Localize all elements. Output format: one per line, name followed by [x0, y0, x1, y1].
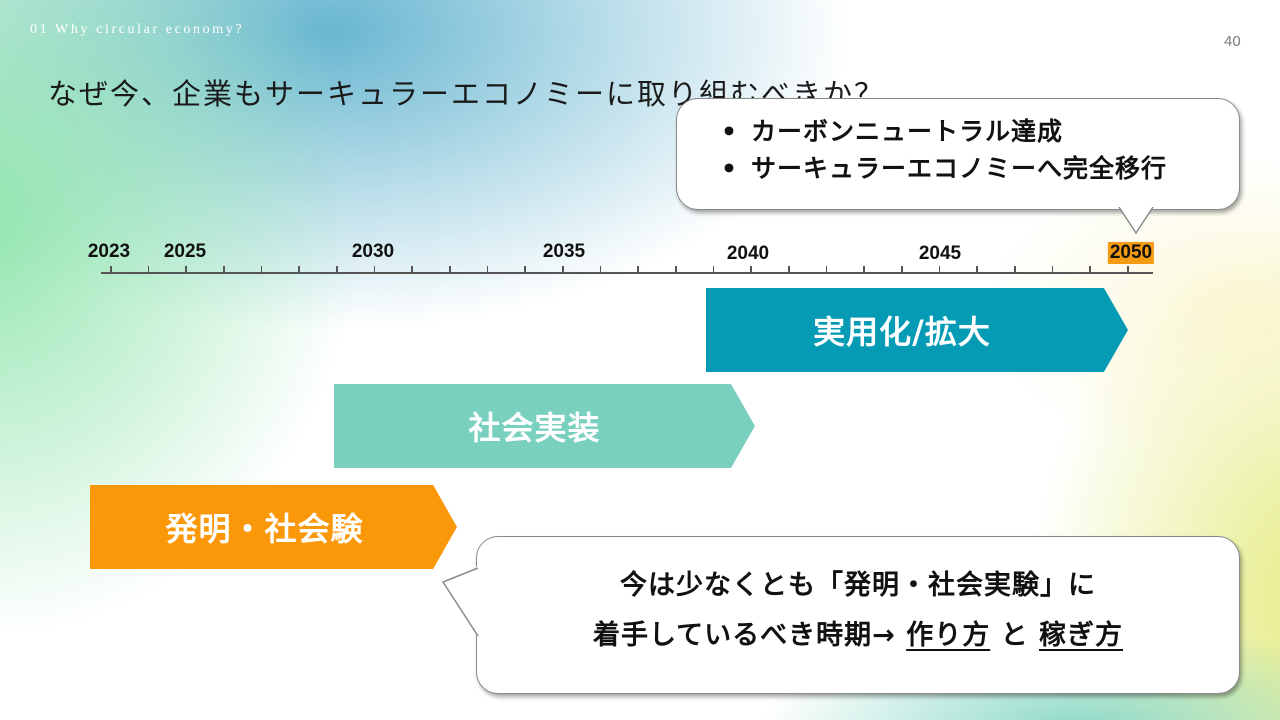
year-tick — [1089, 266, 1091, 273]
year-tick — [1051, 266, 1054, 273]
year-tick — [637, 266, 639, 273]
phase-practical-expansion: 実用化/拡大 — [706, 288, 1128, 372]
year-label-2050: 2050 — [1107, 242, 1155, 264]
message-callout: 今は少なくとも「発明・社会実験」に 着手しているべき時期→ 作り方 と 稼ぎ方 — [476, 536, 1240, 694]
year-tick — [1014, 266, 1016, 273]
year-label-2023: 2023 — [87, 241, 131, 262]
year-tick — [863, 266, 865, 273]
callout-tail-icon — [1118, 207, 1154, 235]
goal-callout: •カーボンニュートラル達成 •サーキュラーエコノミーへ完全移行 — [676, 98, 1240, 210]
year-tick — [524, 266, 526, 273]
year-label-2035: 2035 — [542, 241, 586, 262]
bullet-icon: • — [721, 117, 738, 146]
year-label-2030: 2030 — [351, 241, 395, 262]
year-tick — [976, 266, 978, 273]
year-label-2040: 2040 — [726, 243, 770, 264]
year-tick — [185, 266, 187, 273]
underlined-how-to-earn: 稼ぎ方 — [1039, 620, 1124, 651]
axis-line — [101, 272, 1153, 274]
callout-tail-icon — [441, 566, 479, 638]
year-tick — [486, 266, 489, 273]
year-tick — [298, 266, 300, 273]
section-label: 01 Why circular economy? — [30, 22, 245, 37]
year-tick — [1127, 266, 1129, 273]
message-text: 今は少なくとも「発明・社会実験」に 着手しているべき時期→ 作り方 と 稼ぎ方 — [592, 570, 1124, 651]
year-tick — [825, 266, 828, 273]
goal-list: •カーボンニュートラル達成 •サーキュラーエコノミーへ完全移行 — [677, 99, 1239, 187]
bullet-icon: • — [721, 154, 738, 183]
page-number: 40 — [1224, 33, 1241, 50]
year-tick — [411, 266, 413, 273]
year-tick — [336, 266, 338, 273]
year-label-2045: 2045 — [918, 243, 962, 264]
year-tick — [147, 266, 150, 273]
year-tick — [938, 266, 941, 273]
phase-social-implementation: 社会実装 — [334, 384, 755, 468]
year-label-2025: 2025 — [163, 241, 207, 262]
goal-item: •カーボンニュートラル達成 — [721, 113, 1239, 150]
year-tick — [788, 266, 790, 273]
goal-item: •サーキュラーエコノミーへ完全移行 — [721, 150, 1239, 187]
year-tick — [373, 266, 376, 273]
year-tick — [449, 266, 451, 273]
year-tick — [110, 266, 112, 273]
year-tick — [675, 266, 677, 273]
underlined-how-to-make: 作り方 — [906, 620, 991, 651]
year-tick — [599, 266, 602, 273]
year-tick — [562, 266, 564, 273]
year-tick — [901, 266, 903, 273]
year-tick — [260, 266, 263, 273]
year-tick — [223, 266, 225, 273]
year-tick — [712, 266, 715, 273]
phase-invention-experiment: 発明・社会験 — [90, 485, 457, 569]
timeline-axis: 2023 2025 2030 2035 2040 2045 2050 — [0, 0, 1280, 290]
year-tick — [750, 266, 752, 273]
